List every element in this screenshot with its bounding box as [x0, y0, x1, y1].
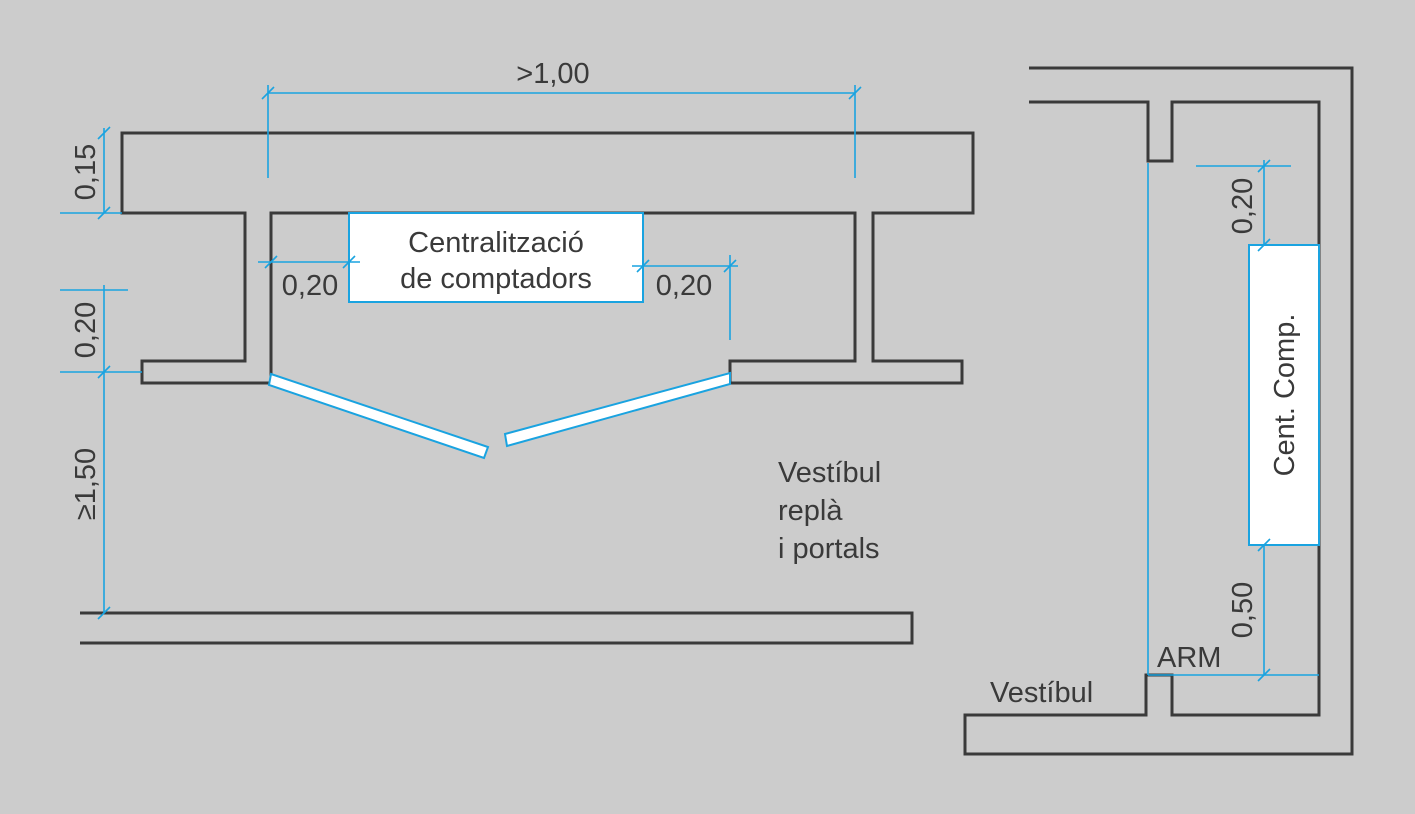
right-plan: Cent. Comp. 0,20 0,50 ARM Vestíbul	[963, 66, 1354, 756]
room-label-line3: i portals	[778, 533, 880, 565]
dim-wall-thickness-label: 0,15	[70, 144, 102, 200]
meter-box-vertical	[1248, 244, 1320, 546]
room-label-line1: Vestíbul	[778, 457, 881, 489]
dimension-recess-right: 0,20	[632, 255, 738, 340]
dim-vestibule-depth-label: ≥1,50	[70, 448, 102, 520]
right-room-label: Vestíbul	[990, 677, 1093, 709]
dimension-top-width: >1,00	[261, 58, 862, 178]
top-wall-with-niche	[120, 131, 975, 385]
left-plan: Centralització de comptadors >1,00 0,15 …	[60, 58, 975, 645]
dimension-top-gap: 0,20	[1196, 159, 1291, 252]
bottom-wall	[80, 611, 914, 645]
left-door-leaf	[267, 372, 490, 460]
meter-box-line2: de comptadors	[400, 263, 592, 295]
dimension-recess-left: 0,20	[258, 255, 360, 302]
dimension-depth: 0,20	[60, 285, 142, 379]
dimension-vestibule-depth: ≥1,50	[70, 372, 111, 620]
dim-bottom-gap-label: 0,50	[1227, 582, 1259, 638]
meter-box-line1: Centralització	[408, 227, 584, 259]
right-walls	[963, 66, 1354, 756]
dim-recess-right-label: 0,20	[656, 270, 712, 302]
meter-centralization-box	[348, 212, 644, 303]
dim-depth-label: 0,20	[70, 302, 102, 358]
room-label-line2: replà	[778, 495, 843, 527]
dim-top-width-label: >1,00	[516, 58, 589, 90]
dimension-bottom-gap: 0,50	[1227, 538, 1271, 682]
right-door-leaf	[503, 371, 731, 448]
dim-recess-left-label: 0,20	[282, 270, 338, 302]
dim-top-gap-label: 0,20	[1227, 178, 1259, 234]
dimension-wall-thickness: 0,15	[60, 126, 122, 220]
meter-box-vertical-label: Cent. Comp.	[1269, 314, 1301, 477]
cabinet-label: ARM	[1157, 642, 1221, 674]
